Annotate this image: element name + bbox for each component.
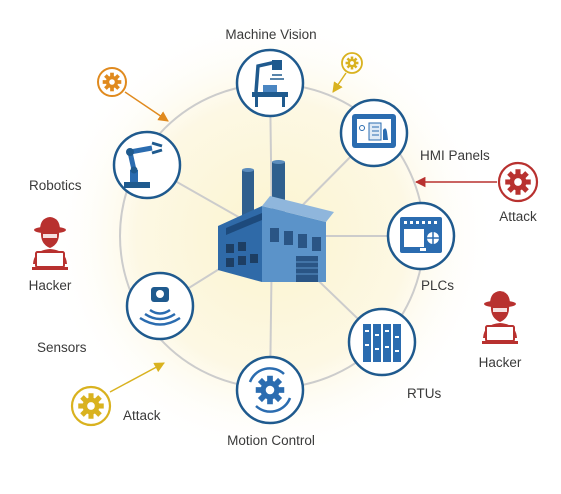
- threat-yellow-small: [332, 52, 363, 93]
- touch-panel-icon: [352, 114, 396, 148]
- threat-attack-bottom: [70, 362, 165, 427]
- node-rtus[interactable]: [347, 307, 417, 377]
- node-robotics[interactable]: [112, 130, 182, 200]
- label-robotics: Robotics: [29, 178, 82, 193]
- sensor-waves-icon: [139, 287, 181, 326]
- label-rtus: RTUs: [407, 386, 442, 401]
- plc-module-icon: [400, 217, 442, 253]
- label-motion-control: Motion Control: [227, 433, 315, 448]
- node-sensors[interactable]: [125, 271, 195, 341]
- camera-conveyor-icon: [252, 60, 288, 107]
- label-hacker-left: Hacker: [29, 278, 72, 293]
- threat-orange: [97, 67, 169, 122]
- label-attack-right: Attack: [499, 209, 537, 224]
- virus-gear-icon: [505, 169, 531, 195]
- label-hmi-panels: HMI Panels: [420, 148, 490, 163]
- label-plcs: PLCs: [421, 278, 454, 293]
- node-plcs[interactable]: [386, 201, 456, 271]
- label-attack-bottom: Attack: [123, 408, 161, 423]
- threat-attack-right: [414, 161, 539, 203]
- label-machine-vision: Machine Vision: [225, 27, 316, 42]
- node-machine-vision[interactable]: [235, 48, 305, 118]
- virus-gear-icon: [78, 393, 104, 419]
- robot-arm-icon: [124, 141, 163, 188]
- label-sensors: Sensors: [37, 340, 87, 355]
- factory-icon: [218, 160, 334, 282]
- label-hacker-right: Hacker: [479, 355, 522, 370]
- gear-rotate-icon: [248, 367, 292, 413]
- node-motion-control[interactable]: [235, 355, 305, 425]
- node-hmi-panels[interactable]: [339, 98, 409, 168]
- rack-unit-icon: [363, 324, 401, 362]
